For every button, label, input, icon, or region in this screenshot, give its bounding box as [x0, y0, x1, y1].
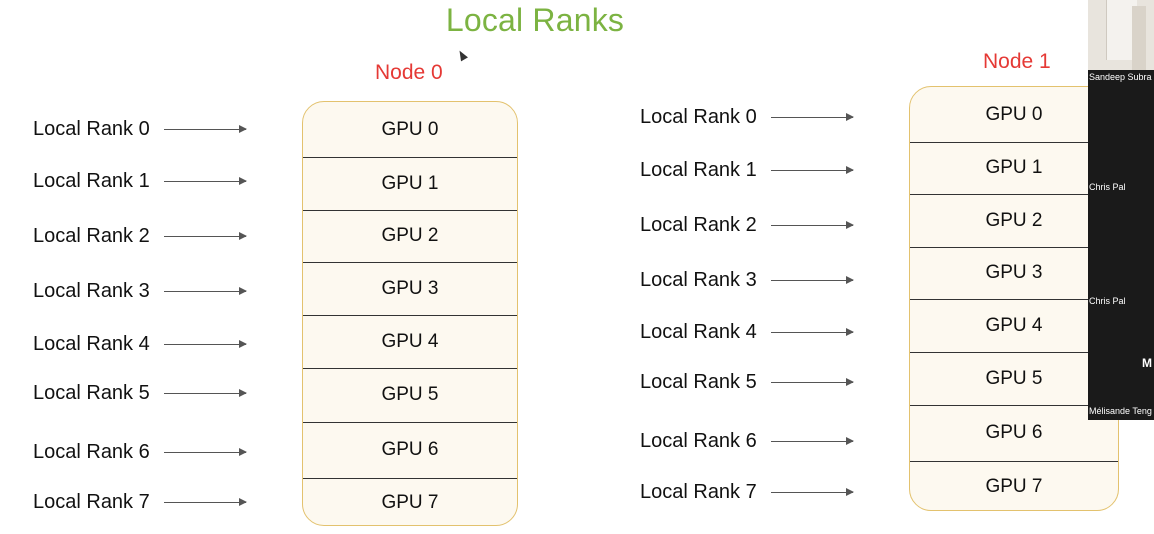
local-rank-label: Local Rank 6	[640, 429, 854, 453]
local-rank-text: Local Rank 1	[33, 169, 150, 192]
gpu-separator	[303, 478, 517, 479]
gpu-cell: GPU 2	[381, 225, 439, 246]
local-rank-text: Local Rank 7	[33, 490, 150, 513]
gpu-cell: GPU 1	[381, 172, 439, 194]
local-rank-text: Local Rank 3	[640, 268, 757, 291]
local-rank-label: Local Rank 1	[640, 158, 854, 182]
right-arrow-icon	[163, 176, 247, 185]
right-arrow-icon	[770, 487, 854, 496]
gpu-cell: GPU 5	[381, 384, 439, 405]
right-arrow-icon	[163, 231, 247, 240]
right-arrow-icon	[770, 275, 854, 284]
local-rank-text: Local Rank 2	[640, 213, 757, 236]
participant-tile[interactable]: Chris Pal	[1088, 86, 1154, 194]
gpu-separator	[303, 157, 517, 158]
gpu-separator	[303, 368, 517, 369]
gpu-cell: GPU 7	[985, 475, 1043, 497]
gpu-separator	[910, 352, 1118, 353]
gpu-cell: GPU 1	[985, 157, 1043, 178]
local-rank-label: Local Rank 5	[33, 381, 247, 405]
node0-gpu-box: GPU 0 GPU 1 GPU 2 GPU 3 GPU 4 GPU 5 GPU 6 GPU 7	[302, 101, 518, 526]
gpu-cell: GPU 3	[985, 262, 1043, 283]
node1-gpu-box: GPU 0 GPU 1 GPU 2 GPU 3 GPU 4 GPU 5 GPU 6 GPU 7	[909, 86, 1119, 511]
local-rank-text: Local Rank 1	[640, 158, 757, 181]
local-rank-label: Local Rank 3	[33, 279, 247, 303]
local-rank-label: Local Rank 4	[33, 332, 247, 356]
gpu-separator	[303, 315, 517, 316]
page-title: Local Ranks	[445, 2, 625, 38]
right-arrow-icon	[163, 497, 247, 506]
participant-name: Chris Pal	[1089, 296, 1126, 306]
gpu-separator	[910, 247, 1118, 248]
video-participants-panel: Sandeep Subra Chris Pal Chris Pal M Méli…	[1088, 0, 1154, 420]
local-rank-text: Local Rank 0	[33, 117, 150, 140]
right-arrow-icon	[770, 112, 854, 121]
participant-tile[interactable]: M Mélisande Teng	[1088, 310, 1154, 418]
right-arrow-icon	[163, 388, 247, 397]
gpu-cell: GPU 7	[381, 491, 439, 513]
local-rank-label: Local Rank 3	[640, 268, 854, 292]
camera-feed-image	[1088, 0, 1154, 70]
local-rank-label: Local Rank 1	[33, 169, 247, 193]
participant-name: Mélisande Teng	[1089, 406, 1152, 416]
local-rank-label: Local Rank 4	[640, 320, 854, 344]
local-rank-text: Local Rank 2	[33, 224, 150, 247]
right-arrow-icon	[163, 124, 247, 133]
local-rank-label: Local Rank 2	[640, 213, 854, 237]
local-rank-label: Local Rank 7	[640, 480, 854, 504]
local-rank-text: Local Rank 7	[640, 480, 757, 503]
gpu-separator	[910, 194, 1118, 195]
local-rank-text: Local Rank 0	[640, 105, 757, 128]
local-rank-text: Local Rank 5	[33, 381, 150, 404]
gpu-separator	[303, 262, 517, 263]
gpu-cell: GPU 5	[985, 367, 1043, 389]
right-arrow-icon	[770, 327, 854, 336]
gpu-cell: GPU 2	[985, 209, 1043, 231]
participant-name: Chris Pal	[1089, 182, 1126, 192]
local-rank-label: Local Rank 5	[640, 370, 854, 394]
gpu-separator	[910, 405, 1118, 406]
local-rank-label: Local Rank 7	[33, 490, 247, 514]
right-arrow-icon	[770, 220, 854, 229]
right-arrow-icon	[163, 447, 247, 456]
local-rank-text: Local Rank 6	[33, 440, 150, 463]
local-rank-text: Local Rank 4	[33, 332, 150, 355]
gpu-cell: GPU 0	[985, 103, 1043, 125]
local-rank-text: Local Rank 3	[33, 279, 150, 302]
local-rank-text: Local Rank 4	[640, 320, 757, 343]
gpu-cell: GPU 0	[381, 118, 439, 140]
right-arrow-icon	[770, 377, 854, 386]
right-arrow-icon	[163, 339, 247, 348]
gpu-cell: GPU 4	[985, 314, 1043, 336]
local-rank-label: Local Rank 0	[640, 105, 854, 129]
local-rank-text: Local Rank 5	[640, 370, 757, 393]
node0-label: Node 0	[375, 61, 443, 84]
gpu-cell: GPU 6	[381, 439, 439, 460]
gpu-separator	[303, 210, 517, 211]
participant-tile[interactable]: Chris Pal	[1088, 196, 1154, 308]
participant-initial: M	[1142, 356, 1152, 370]
gpu-separator	[303, 422, 517, 423]
local-rank-label: Local Rank 0	[33, 117, 247, 141]
node1-label: Node 1	[983, 50, 1051, 73]
participant-name: Sandeep Subra	[1089, 72, 1152, 82]
gpu-cell: GPU 4	[381, 330, 439, 352]
local-rank-label: Local Rank 2	[33, 224, 247, 248]
right-arrow-icon	[770, 436, 854, 445]
local-rank-label: Local Rank 6	[33, 440, 247, 464]
gpu-separator	[910, 142, 1118, 143]
right-arrow-icon	[770, 165, 854, 174]
gpu-cell: GPU 6	[985, 422, 1043, 443]
mouse-cursor-icon	[456, 48, 468, 62]
gpu-separator	[910, 299, 1118, 300]
local-rank-text: Local Rank 6	[640, 429, 757, 452]
participant-tile[interactable]: Sandeep Subra	[1088, 0, 1154, 84]
right-arrow-icon	[163, 286, 247, 295]
gpu-cell: GPU 3	[381, 277, 439, 299]
gpu-separator	[910, 461, 1118, 462]
